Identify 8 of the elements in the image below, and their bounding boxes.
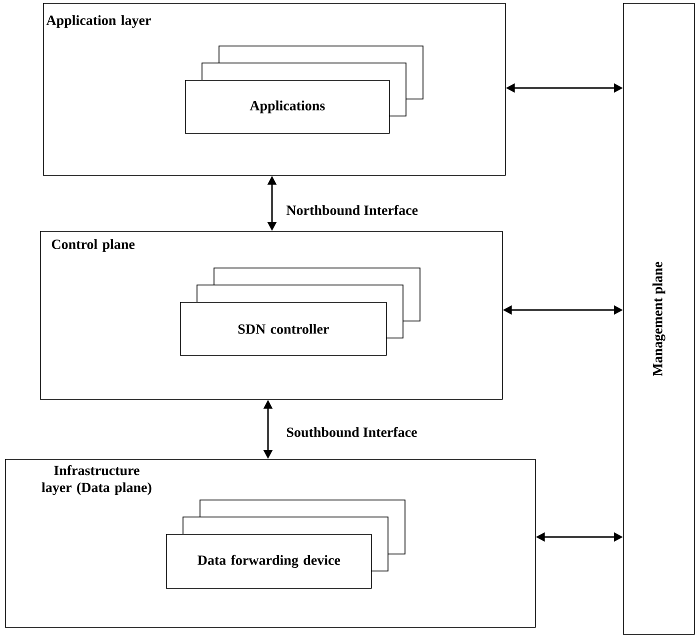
stacked-box: SDN controller xyxy=(180,268,420,356)
node-label: Data forwarding device xyxy=(198,554,340,568)
edge-label: Southbound Interface xyxy=(285,426,418,438)
node-label: Applications xyxy=(250,100,325,114)
edge-label: Northbound Interface xyxy=(285,204,420,216)
stacked-box: Applications xyxy=(185,46,424,134)
stacked-box: Data forwarding device xyxy=(166,500,406,589)
plane-box: Management plane xyxy=(623,3,695,635)
